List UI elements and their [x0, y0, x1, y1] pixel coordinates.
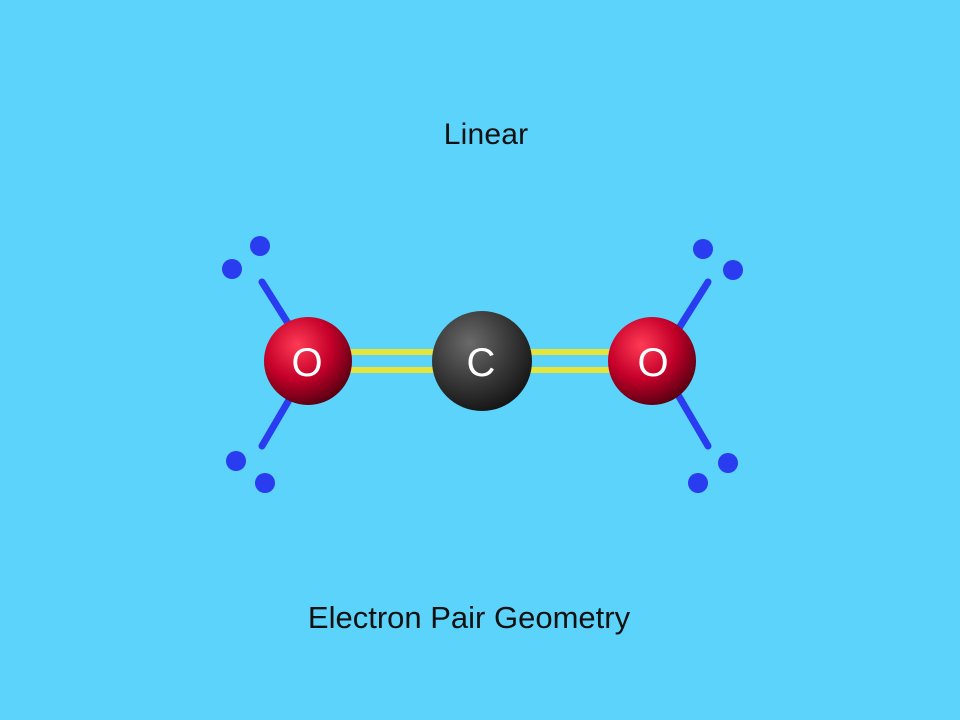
- geometry-caption: Electron Pair Geometry: [307, 600, 631, 635]
- lone-pair-electron: [693, 239, 713, 259]
- lone-pair-electron: [250, 236, 270, 256]
- lone-pair-electron: [222, 259, 242, 279]
- double-bond-left: [340, 349, 450, 373]
- oxygen-sphere: [608, 317, 696, 405]
- lone-pair-group-left-lower: [226, 384, 300, 493]
- geometry-title: Linear: [443, 118, 529, 151]
- carbon-sphere: [432, 311, 532, 411]
- lone-pair-electron: [226, 451, 246, 471]
- lone-pair-electron: [723, 260, 743, 280]
- atom-label: O: [291, 341, 322, 385]
- lone-pair-electron: [688, 473, 708, 493]
- atom-label: C: [467, 341, 496, 385]
- lone-pair-group-right-lower: [670, 384, 738, 493]
- oxygen-sphere: [264, 317, 352, 405]
- atom-carbon-center: C: [432, 311, 532, 411]
- lone-pair-group-right-upper: [670, 239, 743, 340]
- atom-oxygen-left: O: [264, 317, 352, 405]
- atom-label: O: [637, 341, 668, 385]
- lone-pair-electron: [718, 453, 738, 473]
- atom-oxygen-right: O: [608, 317, 696, 405]
- lone-pair-electron: [255, 473, 275, 493]
- lone-pair-line: [670, 384, 712, 450]
- lone-pair-group-left-upper: [222, 236, 300, 340]
